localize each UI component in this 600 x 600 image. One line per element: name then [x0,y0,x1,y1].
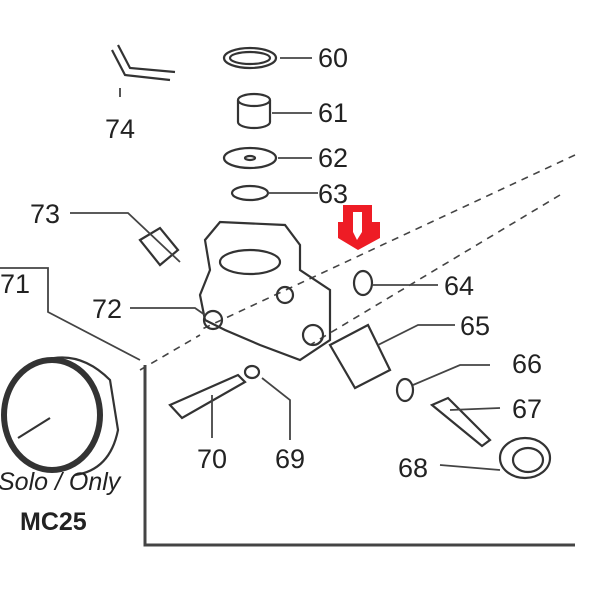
frame-border [143,365,575,547]
label-66: 66 [512,349,542,379]
label-73: 73 [30,199,60,229]
label-67: 67 [512,394,542,424]
part-66 [395,377,415,403]
label-60: 60 [318,43,348,73]
pump-body [198,220,332,362]
part-73 [138,226,180,267]
part-69 [243,364,261,380]
part-68 [498,436,552,480]
label-68: 68 [398,453,428,483]
part-70 [168,373,247,420]
axis-line [139,334,201,371]
axis-line [199,154,576,331]
part-71-gauge [1,357,103,473]
part-61 [236,100,272,130]
label-64: 64 [444,271,474,301]
label-70: 70 [197,444,227,474]
note-line-2: MC25 [20,508,87,536]
part-74 [111,44,176,82]
label-61: 61 [318,98,348,128]
label-72: 72 [92,294,122,324]
label-69: 69 [275,444,305,474]
label-71: 71 [0,269,30,299]
note-line-1: Solo / Only [0,468,122,496]
part-65 [328,323,392,390]
label-74: 74 [105,114,135,144]
part-63 [230,184,270,202]
label-63: 63 [318,179,348,209]
frame-71 [0,267,141,361]
label-65: 65 [460,311,490,341]
axis-line [309,194,561,346]
part-62 [222,146,278,170]
part-60 [222,46,278,70]
part-64 [352,269,374,297]
label-62: 62 [318,143,348,173]
part-67 [429,396,492,448]
